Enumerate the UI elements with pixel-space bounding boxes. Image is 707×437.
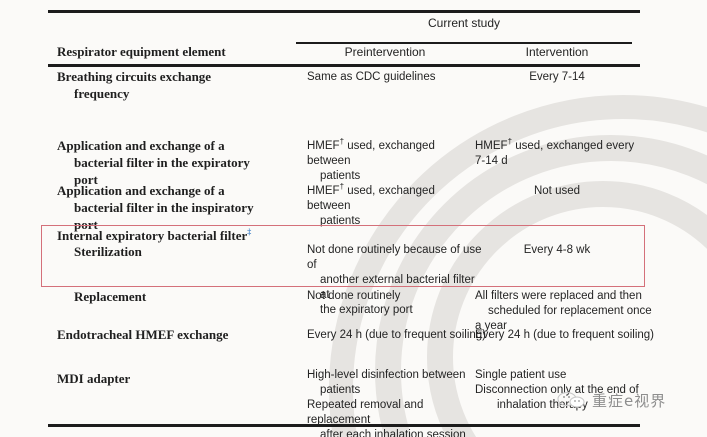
cell-text: used, exchanged every 7-14 d xyxy=(475,140,635,167)
cell-text-line3: the expiratory port xyxy=(320,304,413,316)
row-label-line2: bacterial filter in the expiratory xyxy=(74,155,250,170)
cell-text: used, exchanged between xyxy=(307,140,435,167)
dagger-mark: † xyxy=(339,182,345,192)
cell-text-line1: Not done routinely because of use of xyxy=(307,244,482,271)
dagger-mark: † xyxy=(507,137,513,147)
cell-intervention: Every 24 h (due to frequent soiling) xyxy=(475,329,654,341)
cell-text-line1: High-level disinfection between xyxy=(307,369,466,381)
cell-text: used, exchanged between xyxy=(307,185,435,212)
table-top-rule xyxy=(48,10,640,13)
cell-intervention: Every 4-8 wk xyxy=(523,244,591,256)
row-label: Breathing circuits exchange frequency xyxy=(57,68,297,102)
cell-text-line3: a year xyxy=(475,320,507,332)
row-label: Replacement xyxy=(74,289,147,304)
watermark-text: 重症e视界 xyxy=(592,392,667,410)
cell-intervention: Single patient use Disconnection only at… xyxy=(475,368,655,413)
row-label-line3: port xyxy=(74,172,98,187)
row-label: Application and exchange of a bacterial … xyxy=(57,182,297,233)
cell-intervention: Every 7-14 xyxy=(529,71,585,83)
row-label: Endotracheal HMEF exchange xyxy=(57,327,229,342)
cell-preintervention: Every 24 h (due to frequent soiling) xyxy=(307,329,486,341)
table-bottom-rule xyxy=(48,424,640,427)
row-label-line2: frequency xyxy=(74,86,130,101)
row-label-line1: Application and exchange of a xyxy=(57,138,225,153)
cell-text-line4: after each inhalation session xyxy=(320,429,466,437)
wechat-logo-icon xyxy=(557,392,585,408)
cell-text-line1: Single patient use xyxy=(475,369,567,381)
cell-preintervention: Same as CDC guidelines xyxy=(307,71,436,83)
row-label-line1: Breathing circuits exchange xyxy=(57,69,212,84)
row-label: Sterilization xyxy=(74,244,142,259)
double-dagger-mark: ‡ xyxy=(247,227,252,237)
column-header-preintervention: Preintervention xyxy=(344,45,426,59)
hmef-abbr: HMEF xyxy=(475,140,508,152)
cell-text-line2: patients xyxy=(320,384,361,396)
cell-intervention: Not used xyxy=(533,185,581,197)
cell-preintervention: High-level disinfection between patients… xyxy=(307,368,487,437)
column-header-intervention: Intervention xyxy=(525,45,589,59)
hmef-abbr: HMEF xyxy=(307,185,340,197)
cell-preintervention: Not done routinely because of use of ano… xyxy=(307,243,487,318)
row-label-line1: Internal expiratory bacterial filter xyxy=(57,228,248,243)
cell-text-line2: patients xyxy=(320,215,361,227)
cell-text-line3: Repeated removal and replacement xyxy=(307,399,424,426)
cell-text-line1: All filters were replaced and then xyxy=(475,290,642,302)
column-header-respirator-equipment-element: Respirator equipment element xyxy=(57,44,226,59)
row-label: MDI adapter xyxy=(57,371,131,386)
cell-text-line2: scheduled for replacement once xyxy=(488,305,652,317)
row-label-line3: port xyxy=(74,217,98,232)
cell-intervention: HMEF† used, exchanged every 7-14 d xyxy=(475,137,647,169)
cell-text-line2: another external bacterial filter at xyxy=(320,274,475,301)
cell-text-line2: Disconnection only at the end of xyxy=(475,384,639,396)
row-label-line1: Application and exchange of a xyxy=(57,183,225,198)
cell-text-line3: inhalation therapy xyxy=(497,399,588,411)
cell-preintervention: HMEF† used, exchanged between patients xyxy=(307,137,479,184)
cell-intervention: All filters were replaced and then sched… xyxy=(475,289,655,334)
row-label-line2: bacterial filter in the inspiratory xyxy=(74,200,254,215)
spanner-rule xyxy=(296,42,632,44)
row-label: Application and exchange of a bacterial … xyxy=(57,137,297,188)
spanner-header-current-study: Current study xyxy=(427,16,501,30)
header-bottom-rule xyxy=(48,64,640,67)
hmef-abbr: HMEF xyxy=(307,140,340,152)
cell-preintervention: HMEF† used, exchanged between patients xyxy=(307,182,479,229)
cell-preintervention: Not done routinely xyxy=(307,290,401,302)
cell-text-line2: patients xyxy=(320,170,361,182)
row-label: Internal expiratory bacterial filter‡ xyxy=(57,227,317,244)
dagger-mark: † xyxy=(339,137,345,147)
